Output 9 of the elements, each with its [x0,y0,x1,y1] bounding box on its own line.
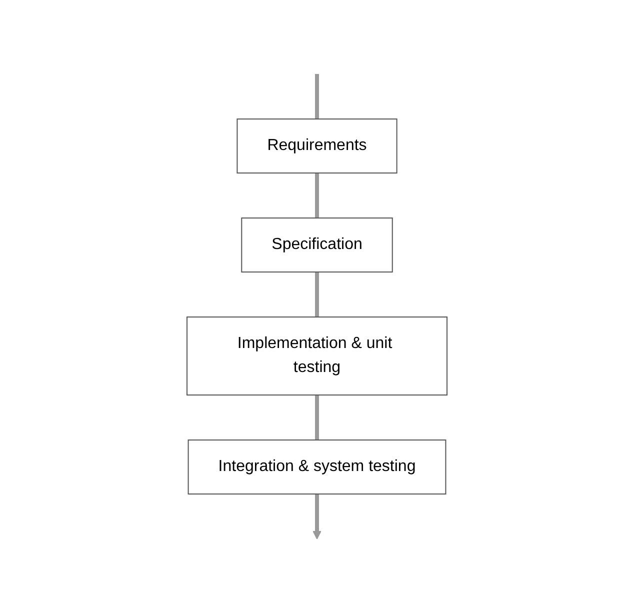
node-box: Requirements [236,118,398,173]
node-box: Implementation & unit testing [186,316,448,395]
arrow [312,494,322,539]
connector [315,272,319,316]
node-box: Integration & system testing [188,439,446,494]
connector [315,74,319,118]
connector [315,394,319,440]
node-box: Specification [241,217,393,272]
connector [315,172,319,218]
